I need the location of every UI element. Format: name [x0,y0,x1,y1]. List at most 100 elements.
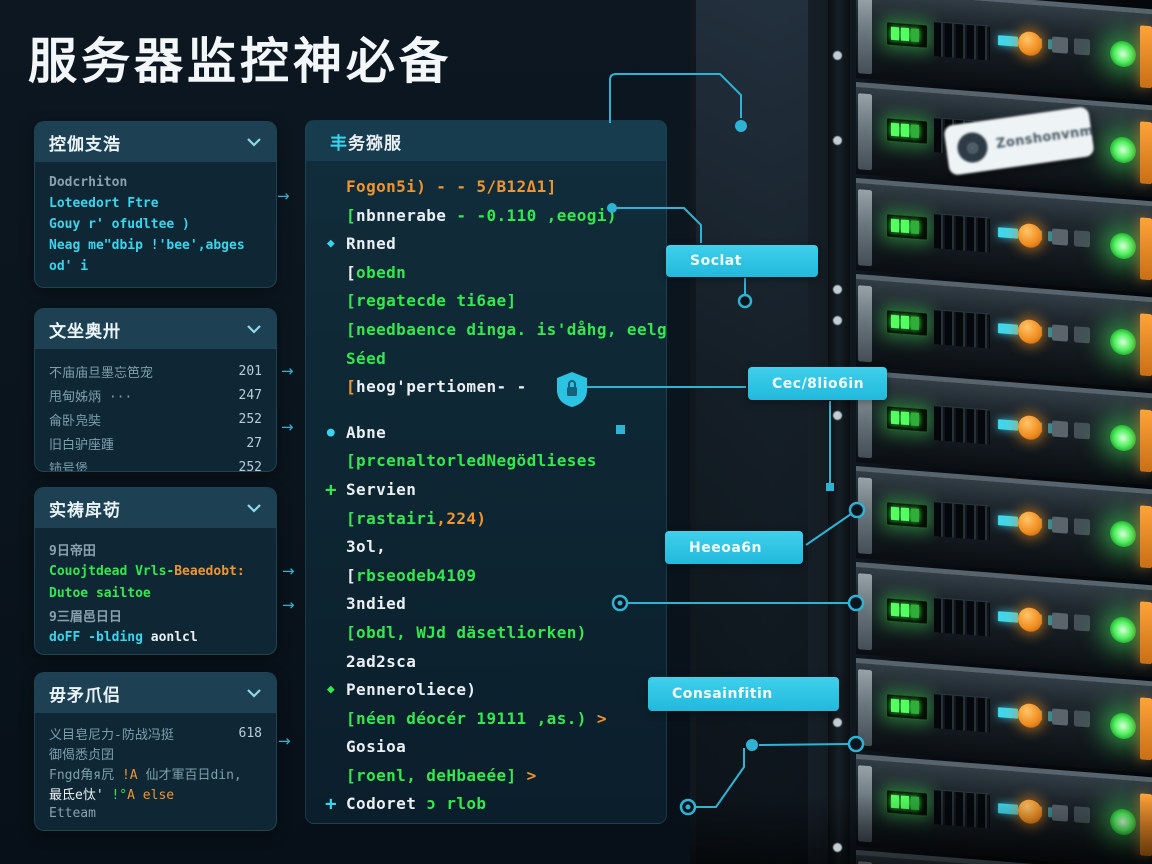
drive-button [1052,228,1068,246]
led-segment [911,28,919,42]
screw-hole [833,136,842,145]
led-display [886,693,928,721]
power-led-orange [1018,414,1042,441]
chevron-down-icon[interactable] [246,324,262,334]
text-segment: aonlcl [142,629,198,645]
text-segment: [ [346,565,357,585]
callout-button[interactable]: Consainfitin [648,677,839,711]
row-value: 247 [238,387,262,403]
row-label: Neag me"dbip !'bee',abges [49,238,245,253]
mount-bracket [858,669,872,747]
led-segment [911,316,919,330]
panel-row: Dodcrhiton [49,172,262,193]
led-segment [901,603,909,618]
power-led-orange [1018,222,1042,249]
text-segment: 9三眉邑日日 [49,609,122,625]
led-segment [901,507,909,522]
panel-header[interactable]: 实祷戽苆 [35,488,276,528]
drive-button [1074,614,1090,632]
chevron-down-icon[interactable] [246,503,262,513]
text-segment: [rastairi [346,508,437,528]
row-label: od' i [49,259,88,274]
text-segment: Etteam [49,805,96,821]
panel-header[interactable]: 毋矛爪侣 [35,673,276,713]
drive-button [1052,612,1068,630]
text-segment: Neag me"dbip !'bee',abges [49,238,245,253]
row-label: Gouy r' ofudltee ) [49,217,190,232]
page-title: 服务器监控神必备 [28,33,453,90]
code-line: [prcenaltorledNegödlieses [306,447,656,476]
panel-row: 最氐e忲' !°A else [49,783,262,803]
row-value: 27 [246,435,262,451]
text-segment: Abne [346,422,387,442]
row-label: doFF -blding aonlcl [49,630,198,645]
arrow-right-icon: → [281,418,294,436]
code-line: [roenl, deHbaeée] > [306,762,656,791]
mount-bracket [858,477,872,555]
led-display [886,405,928,433]
panel-header[interactable]: 文坐奥卅 [35,309,276,349]
code-line: Fogon5i) - - 5/B12Δ1] [306,173,656,202]
server-unit [856,274,1152,390]
led-segment [901,123,909,138]
row-label: 旧白驴座踵 [49,434,114,453]
row-label: 御偈悉贞囝 [49,744,114,763]
led-segment [891,218,899,233]
led-segment [891,314,899,329]
text-segment: A else [127,787,175,803]
shield-lock-icon [557,372,587,407]
power-led-orange [1018,30,1042,57]
mount-bracket [858,573,872,651]
text-segment: - -0.110 ,eeogi) [446,205,617,225]
drive-button [1074,518,1090,536]
panel-row: od' i [49,256,262,277]
arrow-right-icon: → [277,187,290,205]
arrow-right-icon: → [281,362,294,380]
led-segment [911,604,919,618]
led-segment [901,219,909,234]
callout-button[interactable]: Soclat [666,245,818,277]
text-segment: 3ol, [346,537,387,557]
indicator-green [1110,135,1136,165]
row-label: Couojtdead Vrls-Beaedobt: [49,564,245,579]
text-segment: [ [346,205,357,225]
drive-button [1052,420,1068,438]
text-segment: [prcenaltorledNegödlieses [346,451,597,471]
text-segment: !° [111,787,128,803]
text-segment: [needbaence dinga. is'dåhg, eelgu:s [346,319,667,339]
indicator-green [1110,423,1136,453]
code-panel-header[interactable]: 丰务猕服 [306,121,666,161]
arrow-right-icon: → [278,732,291,750]
code-line: [needbaence dinga. is'dåhg, eelgu:s [306,316,666,345]
text-segment: 最氐e忲' [49,787,112,803]
row-value: 252 [238,411,262,427]
indicator-strip-orange [1140,217,1152,281]
text-segment: [néen déocér 19111 ,as.) [346,708,587,728]
bullet-icon: + [325,478,337,501]
text-segment: Servien [346,479,417,499]
row-label: 9三眉邑日日 [49,606,122,625]
panel-header[interactable]: 控伽支浩 [35,122,276,162]
led-display [886,213,928,241]
panel-row: Loteedort Ftre [49,193,262,214]
callout-button[interactable]: Heeoa6n [665,531,803,564]
callout-button[interactable]: Cec/8lio6in [748,367,887,400]
chevron-down-icon[interactable] [246,688,262,698]
code-lines: Fogon5i) - - 5/B12Δ1][nbnnerabe - -0.110… [306,161,666,819]
server-unit [856,178,1152,294]
code-line: [heog'pertiomen- - [306,373,656,402]
row-label: Loteedort Ftre [49,196,159,211]
panel-row: 旧白驴座踵 27 [49,431,262,455]
text-segment: Gouy r' ofudltee ) [49,217,190,232]
code-line: ●Abne [306,419,656,448]
power-led-orange [1018,702,1042,729]
text-segment: 旧白驴座踵 [49,437,115,453]
led-segment [911,508,919,522]
panel-row: Gouy r' ofudltee ) [49,214,262,235]
code-line: ◆Rnned [306,230,656,259]
chevron-down-icon[interactable] [246,137,262,147]
code-line: 2ad2sca [306,648,656,677]
vent-grille [934,597,990,637]
text-segment: 甩甸姊炳 ··· [49,389,133,405]
text-segment: [roenl, deHbaeée] [346,765,517,785]
